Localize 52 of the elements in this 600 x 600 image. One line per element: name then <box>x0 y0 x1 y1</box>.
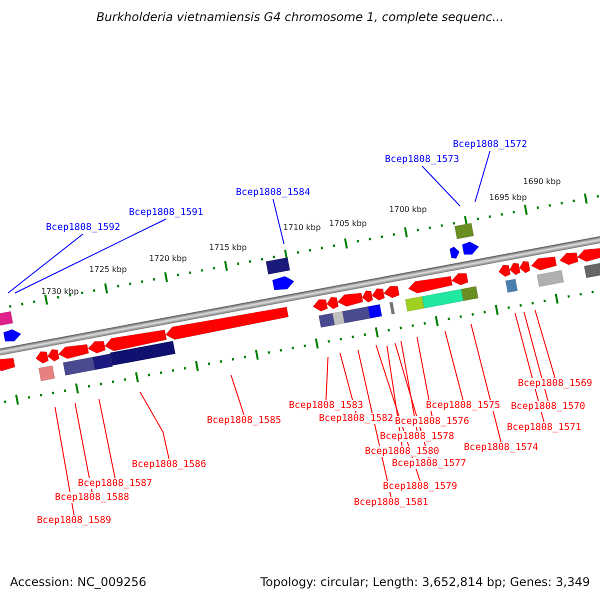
gene-label: Bcep1808_1574 <box>464 442 538 453</box>
gene-label: Bcep1808_1572 <box>452 139 528 150</box>
leader-line <box>8 234 84 294</box>
leader-line <box>416 336 432 416</box>
gene-label: Bcep1808_1583 <box>288 400 364 411</box>
scale-label: 1720 kbp <box>149 254 187 264</box>
gene-label: Bcep1808_1576 <box>394 416 470 427</box>
leader-line <box>422 166 460 206</box>
leader-line <box>444 330 464 400</box>
scale-label: 1700 kbp <box>389 205 427 215</box>
accession-note: Accession: NC_009256 <box>10 575 146 589</box>
gene-label: Bcep1808_1592 <box>46 222 120 233</box>
gene-label: Bcep1808_1579 <box>382 481 458 492</box>
leader-line <box>230 374 244 416</box>
gene-label: Bcep1808_1582 <box>318 413 394 424</box>
gene-label: Bcep1808_1581 <box>354 497 428 508</box>
leader-line <box>474 150 490 202</box>
leader-line <box>524 312 548 402</box>
gene-label: Bcep1808_1570 <box>510 401 586 412</box>
gene-label: Bcep1808_1588 <box>54 492 130 503</box>
leader-line <box>140 392 170 460</box>
gene-label: Bcep1808_1578 <box>380 431 454 442</box>
leader-line <box>14 218 166 294</box>
scale-label: 1695 kbp <box>489 193 527 203</box>
leader-line <box>54 406 74 516</box>
leader-line <box>326 356 328 400</box>
title: Burkholderia vietnamiensis G4 chromosome 1, complete sequenc... <box>95 10 505 24</box>
scale-label: 1730 kbp <box>41 287 79 297</box>
leader-line <box>400 340 418 432</box>
gene-label: Bcep1808_1573 <box>384 154 460 165</box>
gene-label: Bcep1808_1577 <box>392 458 466 469</box>
gene-label: Bcep1808_1591 <box>128 207 204 218</box>
leader-line <box>74 402 92 492</box>
gene-label: Bcep1808_1589 <box>36 515 112 526</box>
gene-label: Bcep1808_1584 <box>236 187 310 198</box>
genome-summary: Topology: circular; Length: 3,652,814 bp; Genes: 3,349 <box>260 575 590 589</box>
leader-line <box>272 198 284 244</box>
scale-label: 1715 kbp <box>209 243 247 253</box>
scale-label: 1725 kbp <box>89 265 127 275</box>
leader-line <box>470 324 502 442</box>
gene-label: Bcep1808_1575 <box>426 400 500 411</box>
leader-line <box>534 310 556 378</box>
gene-label: Bcep1808_1586 <box>132 459 206 470</box>
scale-label: 1705 kbp <box>329 219 367 229</box>
gene-label: Bcep1808_1580 <box>364 446 440 457</box>
scale-label: 1710 kbp <box>283 223 321 233</box>
leader-line <box>98 398 116 478</box>
gene-label: Bcep1808_1585 <box>206 415 282 426</box>
scale-label: 1690 kbp <box>523 177 561 187</box>
gene-label: Bcep1808_1571 <box>506 422 582 433</box>
gene-label: Bcep1808_1587 <box>78 478 152 489</box>
gene-label: Bcep1808_1569 <box>518 378 592 389</box>
